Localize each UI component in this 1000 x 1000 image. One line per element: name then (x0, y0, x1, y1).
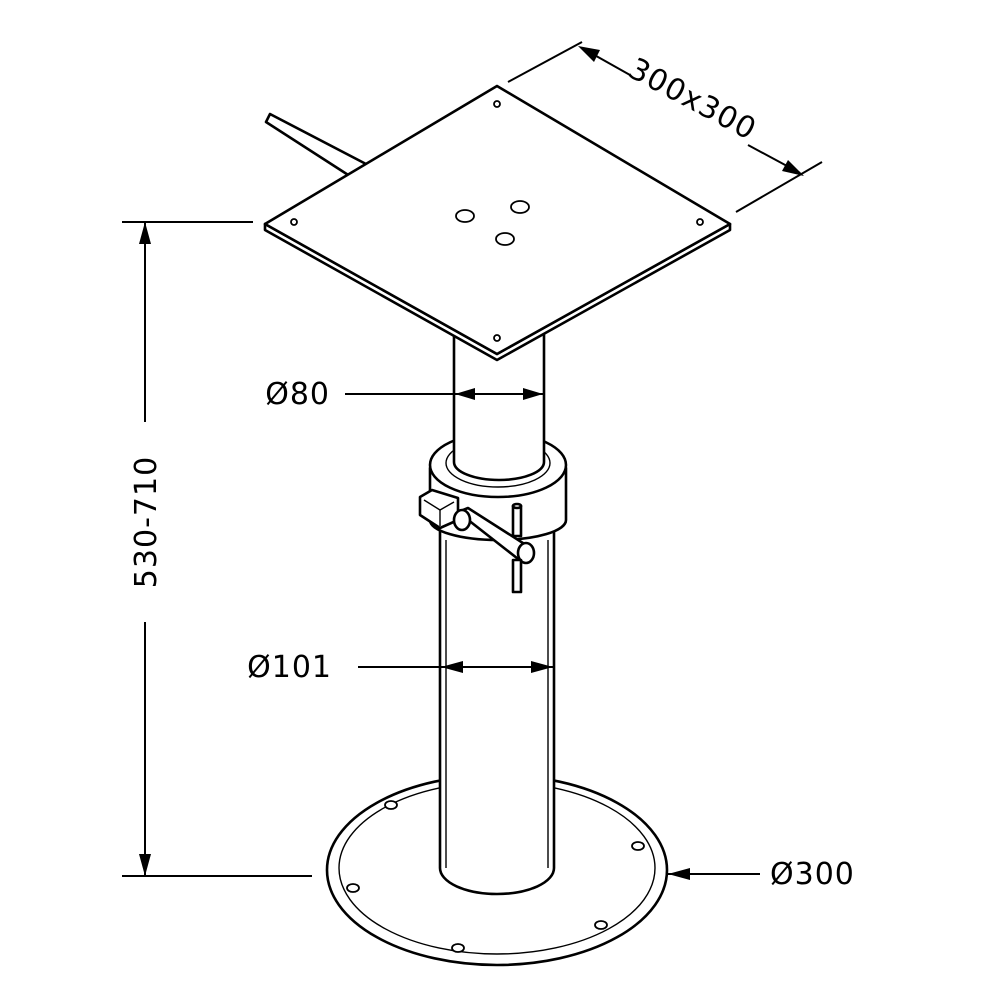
top-plate (263, 84, 732, 362)
base-hole (346, 883, 360, 893)
locking-pin (264, 112, 368, 182)
plate-hole (696, 218, 704, 226)
plate-center-hole (510, 200, 530, 214)
dimension-label-column-diameter: Ø80 (265, 377, 330, 412)
lower-tube (438, 523, 556, 896)
plate-hole (290, 218, 298, 226)
plate-hole (493, 100, 501, 108)
dimension-label-height: 530-710 (129, 456, 164, 588)
base-hole (631, 841, 645, 851)
dimension-tube-diameter: Ø101 (247, 650, 553, 685)
dimension-base-diameter: Ø300 (668, 857, 855, 892)
dimension-label-base-diameter: Ø300 (770, 857, 855, 892)
clamp-lever (452, 502, 536, 594)
base-hole (451, 943, 465, 953)
dimension-height: 530-710 (122, 221, 312, 877)
dimension-label-tube-diameter: Ø101 (247, 650, 332, 685)
plate-center-hole (455, 209, 475, 223)
plate-hole (493, 334, 501, 342)
upper-column (452, 323, 546, 482)
plate-center-hole (495, 232, 515, 246)
dimension-column-diameter: Ø80 (265, 377, 543, 412)
base-hole (384, 800, 398, 810)
dimension-label-plate-size: 300x300 (623, 51, 762, 147)
base-hole (594, 920, 608, 930)
